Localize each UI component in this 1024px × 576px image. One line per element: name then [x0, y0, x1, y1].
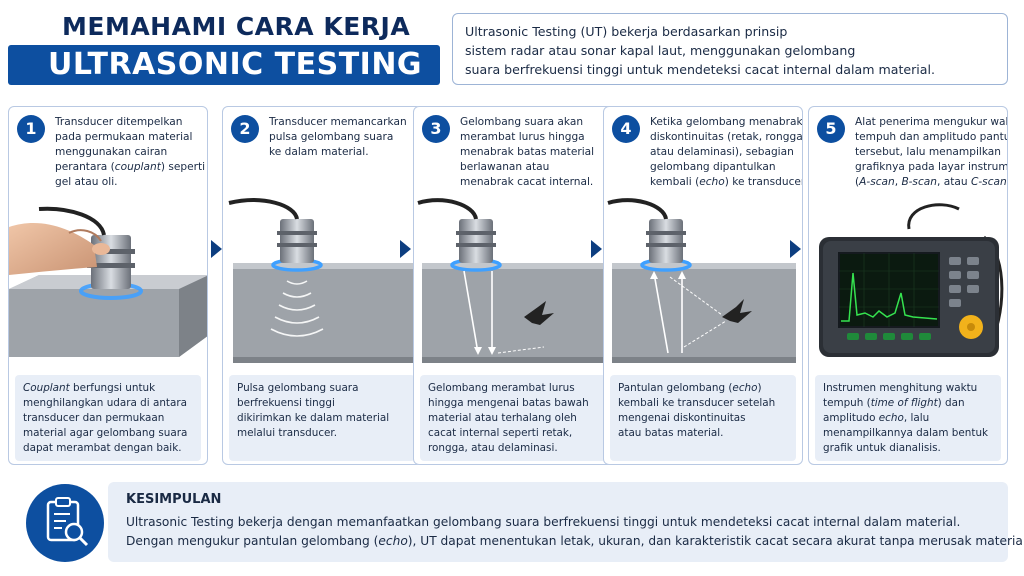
step-text-line: atau delaminasi), sebagian — [650, 146, 794, 158]
step-text-line: pulsa gelombang suara — [269, 131, 394, 143]
step-text-line: grafiknya pada layar instrumen — [855, 161, 1008, 173]
caption-line: grafik untuk dianalisis. — [823, 442, 941, 454]
step-caption: Instrumen menghitung waktu tempuh (time … — [815, 375, 1001, 461]
step-card-2: 2 Transducer memancarkan pulsa gelombang… — [222, 106, 422, 465]
conclusion-title: KESIMPULAN — [126, 492, 222, 507]
caption-line: rongga, atau delaminasi. — [428, 442, 558, 454]
arrow-right-icon — [591, 240, 602, 258]
step-number: 5 — [817, 115, 845, 143]
ut-instrument-icon — [819, 203, 1004, 357]
step-caption: Gelombang merambat lurus hingga mengenai… — [420, 375, 606, 461]
title-banner — [8, 45, 440, 85]
caption-line: menampilkannya dalam bentuk — [823, 427, 989, 439]
step-caption: Couplant berfungsi untuk menghilangkan u… — [15, 375, 201, 461]
caption-line: transducer dan permukaan — [23, 412, 165, 424]
caption-line: Instrumen menghitung waktu — [823, 382, 978, 394]
arrow-right-icon — [211, 240, 222, 258]
step-text-line: Transducer memancarkan — [269, 116, 407, 128]
caption-line: dikirimkan ke dalam material — [237, 412, 390, 424]
step-text-line: menabrak batas material — [460, 146, 595, 158]
intro-line: suara berfrekuensi tinggi untuk mendetek… — [465, 62, 936, 77]
step-number: 3 — [422, 115, 450, 143]
caption-line: mengenai diskontinuitas — [618, 412, 746, 424]
caption-line: Pulsa gelombang suara — [237, 382, 359, 394]
intro-line: Ultrasonic Testing (UT) bekerja berdasar… — [465, 24, 788, 39]
step-card-4: 4 Ketika gelombang menabrak diskontinuit… — [603, 106, 803, 465]
caption-line: material agar gelombang suara — [23, 427, 188, 439]
conclusion-line-1: Ultrasonic Testing bekerja dengan memanf… — [126, 515, 961, 529]
step-description: Alat penerima mengukur waktu tempuh dan … — [855, 115, 1008, 190]
intro-box: Ultrasonic Testing (UT) bekerja berdasar… — [452, 13, 1008, 85]
conclusion-line-2: Dengan mengukur pantulan gelombang (echo… — [126, 534, 1024, 548]
caption-line: tempuh (time of flight) dan — [823, 397, 965, 409]
caption-line: melalui transducer. — [237, 427, 338, 439]
step-text-line: gel atau oli. — [55, 176, 118, 188]
caption-line: Couplant berfungsi untuk — [23, 382, 156, 394]
step-text-line: kembali (echo) ke transducer. — [650, 176, 803, 188]
step-text-line: gelombang dipantulkan — [650, 161, 776, 173]
step-number: 2 — [231, 115, 259, 143]
step-description: Transducer memancarkan pulsa gelombang s… — [269, 115, 419, 160]
step-text-line: (A-scan, B-scan, atau C-scan). — [855, 176, 1007, 188]
step-caption: Pantulan gelombang (echo) kembali ke tra… — [610, 375, 796, 461]
caption-line: amplitudo echo, lalu — [823, 412, 930, 424]
caption-line: hingga mengenai batas bawah — [428, 397, 589, 409]
step-text-line: perantara (couplant) seperti — [55, 161, 206, 173]
step-text-line: menggunakan cairan — [55, 146, 168, 158]
echo-reflection-illustration — [607, 198, 796, 363]
conclusion-box: KESIMPULAN Ultrasonic Testing bekerja de… — [108, 482, 1024, 562]
step-text-line: merambat lurus hingga — [460, 131, 585, 143]
step-text-line: Transducer ditempelkan — [55, 116, 183, 128]
step-text-line: tersebut, lalu menampilkan — [855, 146, 1001, 158]
step-caption: Pulsa gelombang suara berfrekuensi tingg… — [229, 375, 415, 461]
intro-line: sistem radar atau sonar kapal laut, meng… — [465, 43, 856, 58]
step-card-3: 3 Gelombang suara akan merambat lurus hi… — [413, 106, 613, 465]
step-text-line: pada permukaan material — [55, 131, 193, 143]
step-number: 4 — [612, 115, 640, 143]
caption-line: Gelombang merambat lurus — [428, 382, 575, 394]
step-description: Gelombang suara akan merambat lurus hing… — [460, 115, 610, 190]
step-text-line: menabrak cacat internal. — [460, 176, 594, 188]
step-card-5: 5 Alat penerima mengukur waktu tempuh da… — [808, 106, 1008, 465]
step-card-1: 1 Transducer ditempelkan pada permukaan … — [8, 106, 208, 465]
step-text-line: Gelombang suara akan — [460, 116, 584, 128]
caption-line: cacat internal seperti retak, — [428, 427, 573, 439]
caption-line: Pantulan gelombang (echo) — [618, 382, 762, 394]
title-line-1: MEMAHAMI CARA KERJA — [62, 12, 411, 41]
wave-propagation-illustration — [417, 198, 606, 363]
step-text-line: diskontinuitas (retak, rongga, — [650, 131, 803, 143]
transducer-on-block-illustration — [9, 206, 207, 357]
caption-line: kembali ke transducer setelah — [618, 397, 776, 409]
step-text-line: berlawanan atau — [460, 161, 550, 173]
caption-line: berfrekuensi tinggi — [237, 397, 335, 409]
arrow-right-icon — [790, 240, 801, 258]
step-text-line: tempuh dan amplitudo pantulan — [855, 131, 1007, 143]
caption-line: dapat merambat dengan baik. — [23, 442, 182, 454]
caption-line: material atau terhalang oleh — [428, 412, 577, 424]
caption-line: atau batas material. — [618, 427, 724, 439]
step-description: Ketika gelombang menabrak diskontinuitas… — [650, 115, 803, 190]
pulse-emission-illustration — [228, 198, 413, 363]
arrow-right-icon — [400, 240, 411, 258]
step-text-line: Ketika gelombang menabrak — [650, 116, 803, 128]
step-text-line: ke dalam material. — [269, 146, 369, 158]
step-description: Transducer ditempelkan pada permukaan ma… — [55, 115, 205, 190]
step-number: 1 — [17, 115, 45, 143]
step-text-line: Alat penerima mengukur waktu — [855, 116, 1008, 128]
clipboard-magnifier-icon — [26, 484, 104, 562]
title-line-2: ULTRASONIC TESTING — [48, 47, 423, 82]
caption-line: menghilangkan udara di antara — [23, 397, 188, 409]
